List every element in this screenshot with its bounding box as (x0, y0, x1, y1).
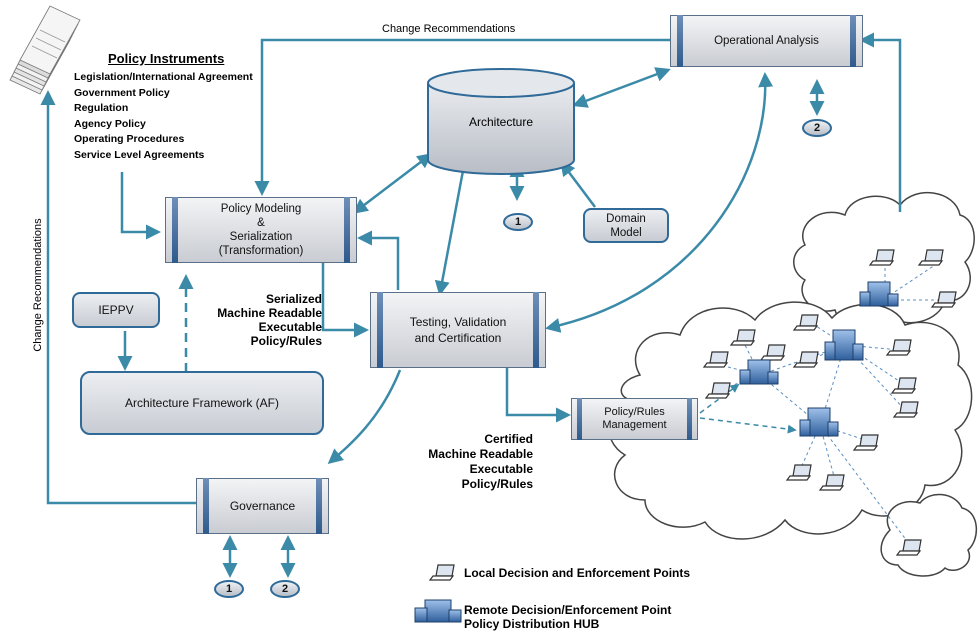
serialized-line: Policy/Rules (250, 334, 322, 348)
policy-modeling-box: Policy Modeling & Serialization (Transfo… (165, 197, 357, 263)
marker-1-governance: 1 (214, 580, 244, 598)
policy-instrument-item: Service Level Agreements (74, 148, 205, 161)
architecture-framework-label: Architecture Framework (AF) (124, 396, 280, 410)
policy-instruments-heading: Policy Instruments (108, 51, 225, 66)
marker-2-operational: 2 (802, 119, 832, 137)
distribution-arrows (699, 383, 797, 434)
certified-line: Executable (469, 462, 533, 476)
serialized-line: Machine Readable (217, 306, 322, 320)
marker-1-architecture: 1 (503, 213, 533, 231)
governance-label: Governance (229, 499, 296, 513)
top-change-recommendations-label: Change Recommendations (382, 23, 516, 35)
testing-validation-box: Testing, Validation and Certification (370, 292, 546, 368)
laptop-icons (428, 249, 957, 581)
policy-instrument-item: Agency Policy (74, 117, 146, 130)
policy-modeling-line: Serialization (229, 231, 293, 243)
marker-2-governance: 2 (270, 580, 300, 598)
legend-hub-line: Policy Distribution HUB (464, 617, 600, 631)
certified-policy-text: Certified Machine Readable Executable Po… (405, 432, 533, 492)
ieppv-box: IEPPV (72, 292, 160, 328)
policy-instrument-item: Operating Procedures (74, 133, 185, 145)
governance-box: Governance (196, 478, 329, 534)
policy-instrument-item: Government Policy (74, 86, 170, 99)
legend-hub-line: Remote Decision/Enforcement Point (464, 603, 672, 617)
ieppv-label: IEPPV (98, 303, 134, 317)
domain-model-box: Domain Model (583, 208, 669, 243)
legend-hub-label: Remote Decision/Enforcement Point Policy… (464, 603, 671, 631)
policy-modeling-line: (Transformation) (218, 245, 304, 257)
network-clouds (608, 191, 977, 577)
policy-rules-line: Management (602, 419, 667, 431)
policy-instrument-item: Regulation (74, 102, 129, 114)
architecture-label: Architecture (468, 115, 534, 129)
policy-rules-management-box: Policy/Rules Management (571, 398, 698, 440)
policy-rules-line: Policy/Rules (604, 406, 665, 418)
policy-instrument-item: Legislation/International Agreement (74, 71, 253, 83)
operational-analysis-box: Operational Analysis (670, 15, 863, 67)
testing-line: and Certification (414, 331, 502, 345)
hub-icons (414, 281, 899, 623)
serialized-line: Executable (258, 320, 322, 334)
policy-modeling-line: Policy Modeling (220, 203, 302, 215)
policy-instruments-list: Legislation/International Agreement Gove… (74, 70, 253, 163)
testing-line: Testing, Validation (409, 315, 507, 329)
policy-modeling-line: & (257, 217, 265, 229)
legend-laptop-label: Local Decision and Enforcement Points (464, 566, 691, 580)
certified-line: Machine Readable (428, 447, 533, 461)
serialized-policy-text: Serialized Machine Readable Executable P… (200, 292, 322, 348)
certified-line: Certified (484, 432, 533, 446)
architecture-framework-box: Architecture Framework (AF) (80, 371, 324, 435)
domain-model-line: Model (610, 226, 642, 239)
serialized-line: Serialized (265, 292, 322, 306)
architecture-cylinder (427, 68, 575, 175)
certified-line: Policy/Rules (461, 477, 533, 491)
connectors (40, 32, 902, 578)
domain-model-line: Domain (606, 212, 646, 225)
document-stack-icon (9, 5, 81, 95)
side-change-recommendations-label: Change Recommendations (32, 218, 44, 352)
operational-analysis-label: Operational Analysis (714, 35, 819, 47)
